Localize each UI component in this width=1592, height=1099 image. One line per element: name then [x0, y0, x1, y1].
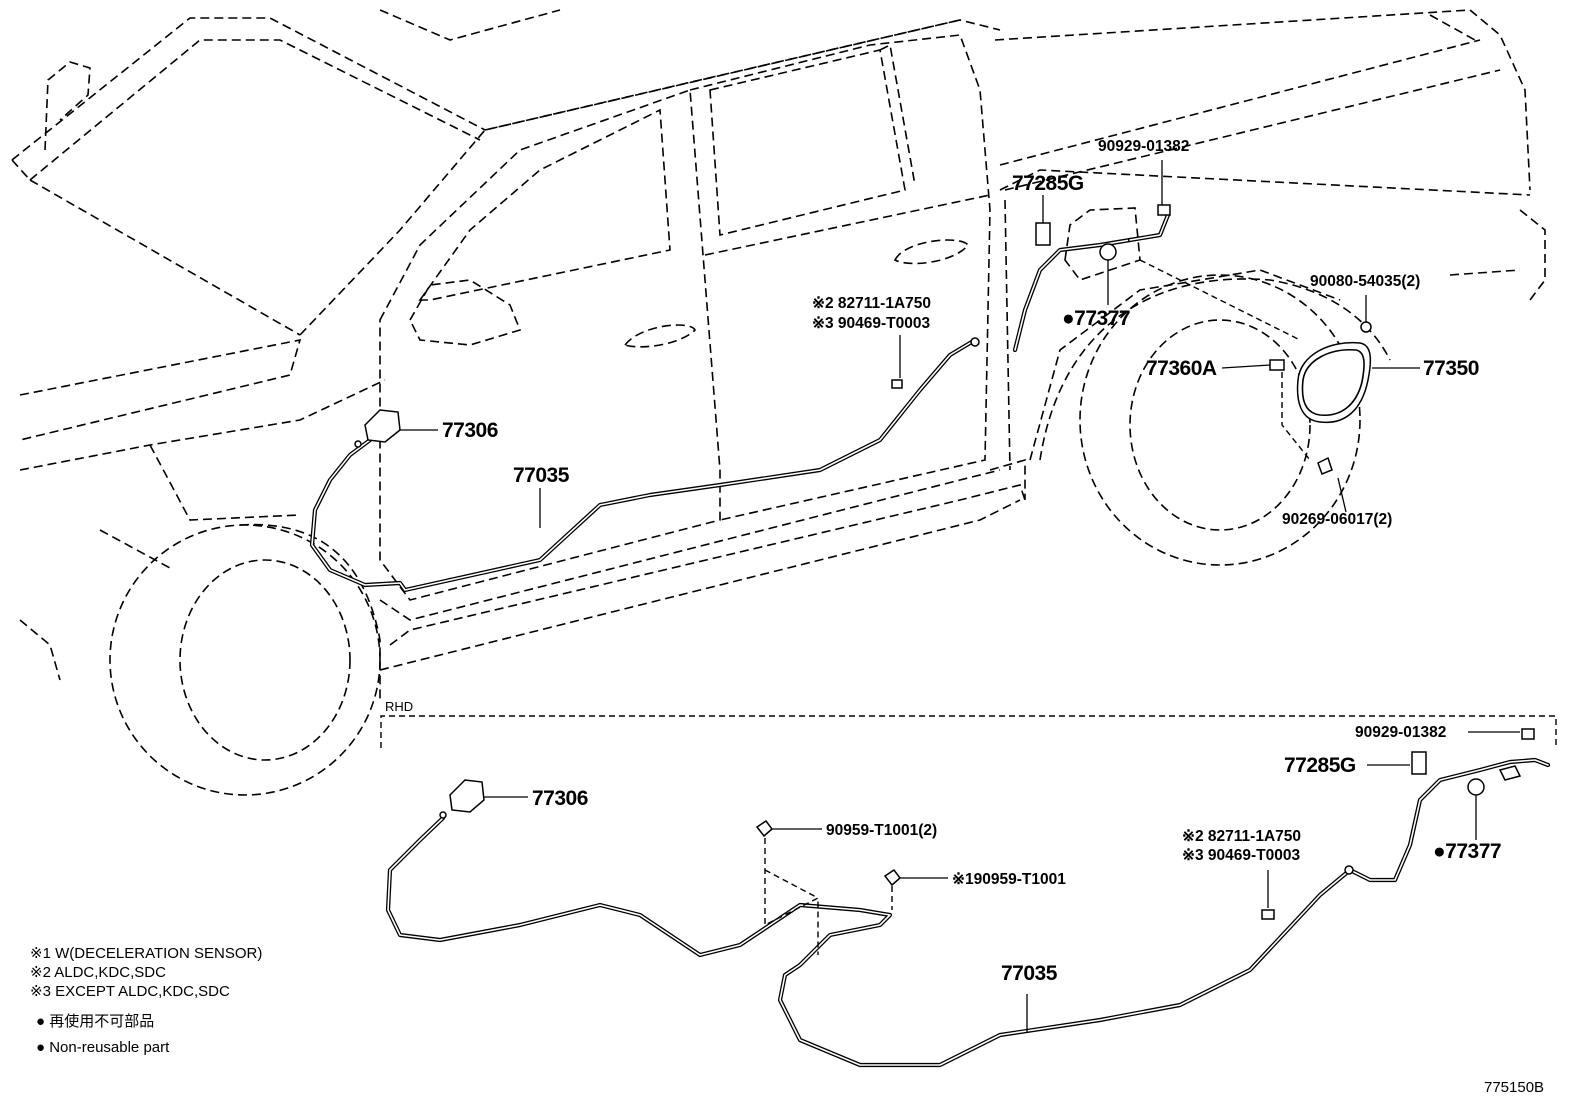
label-90469-top: ※3 90469-T0003 — [812, 315, 931, 332]
legend-note-2: ※2 ALDC,KDC,SDC — [30, 964, 166, 981]
vehicle-outline — [11, 9, 1546, 796]
label-77306-bottom: 77306 — [532, 787, 588, 810]
legend-note-3: ※3 EXCEPT ALDC,KDC,SDC — [30, 983, 230, 1000]
label-90929-bottom: 90929-01382 — [1355, 724, 1446, 741]
bottom-leader-lines — [484, 731, 1520, 1032]
legend-note-1: ※1 W(DECELERATION SENSOR) — [30, 945, 262, 962]
label-82711-bottom: ※2 82711-1A750 — [1182, 828, 1301, 845]
label-77360a: 77360A — [1146, 357, 1217, 380]
label-77377-bottom: ●77377 — [1433, 840, 1501, 863]
label-77377-top: ●77377 — [1062, 307, 1130, 330]
bottom-cable-assembly — [385, 728, 1551, 1068]
label-77285g-bottom: 77285G — [1284, 754, 1356, 777]
label-82711-top: ※2 82711-1A750 — [812, 295, 931, 312]
label-77306-top: 77306 — [442, 419, 498, 442]
label-77035-bottom: 77035 — [1001, 962, 1058, 985]
top-cable-assembly — [309, 204, 1372, 593]
figure-id: 775150B — [1484, 1079, 1544, 1096]
label-90929-top: 90929-01382 — [1098, 138, 1189, 155]
label-77350: 77350 — [1423, 357, 1479, 380]
legend-non-reusable-en: ● Non-reusable part — [36, 1039, 170, 1056]
label-rhd: RHD — [385, 699, 413, 714]
label-190959-t1001: ※190959-T1001 — [952, 871, 1066, 888]
part-labels: 77306 77035 77285G 90929-01382 ※2 82711-… — [385, 138, 1502, 985]
label-90269: 90269-06017(2) — [1282, 511, 1392, 528]
label-77035-top: 77035 — [513, 464, 570, 487]
label-77285g-top: 77285G — [1012, 172, 1084, 195]
legend-non-reusable-jp: ● 再使用不可部品 — [36, 1013, 154, 1030]
label-90469-bottom: ※3 90469-T0003 — [1182, 847, 1301, 864]
legend: ※1 W(DECELERATION SENSOR) ※2 ALDC,KDC,SD… — [30, 945, 262, 1056]
label-90959-t1001-2: 90959-T1001(2) — [826, 822, 937, 839]
label-90080: 90080-54035(2) — [1310, 273, 1420, 290]
top-leader-lines — [400, 160, 1420, 528]
rhd-section — [380, 715, 1557, 748]
